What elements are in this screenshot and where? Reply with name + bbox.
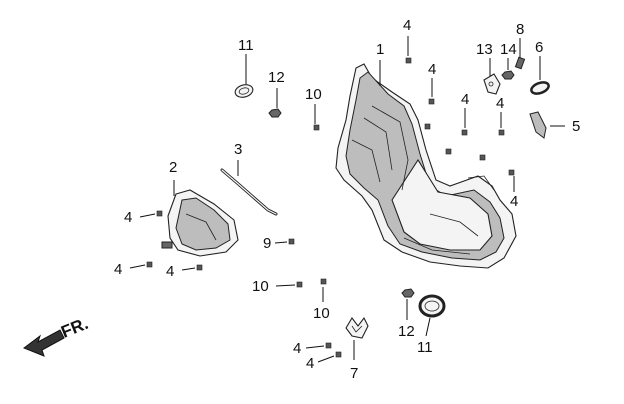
callout-11: 11 xyxy=(417,339,433,356)
callout-10: 10 xyxy=(252,278,269,295)
callout-10: 10 xyxy=(305,86,322,103)
screws xyxy=(146,57,515,358)
callout-10: 10 xyxy=(313,305,330,322)
callout-4: 4 xyxy=(403,17,411,34)
callout-9: 9 xyxy=(263,235,271,252)
callout-8: 8 xyxy=(516,21,524,38)
callout-12: 12 xyxy=(268,69,285,86)
callout-4: 4 xyxy=(496,95,504,112)
callout-3: 3 xyxy=(234,141,242,158)
callout-4: 4 xyxy=(306,355,314,372)
callout-5: 5 xyxy=(572,118,580,135)
part-nut-14 xyxy=(501,70,515,80)
callout-11: 11 xyxy=(238,37,254,54)
callout-7: 7 xyxy=(350,365,358,382)
callout-4: 4 xyxy=(166,263,174,280)
part-ring-6 xyxy=(530,81,550,95)
part-clip-5 xyxy=(529,111,547,139)
callout-2: 2 xyxy=(169,159,177,176)
front-direction-label: FR. xyxy=(58,314,91,342)
callouts: 1 2 3 4 4 4 4 4 4 4 4 4 4 5 6 7 8 9 10 1… xyxy=(114,17,580,382)
part-lower-cover xyxy=(161,189,239,257)
callout-4: 4 xyxy=(124,209,132,226)
part-clip-7 xyxy=(345,316,369,339)
callout-4: 4 xyxy=(510,193,518,210)
front-direction-arrow: FR. xyxy=(22,314,91,357)
callout-4: 4 xyxy=(293,340,301,357)
part-grommet-lower xyxy=(418,294,446,318)
callout-4: 4 xyxy=(428,61,436,78)
part-nut-upper xyxy=(268,108,282,118)
callout-13: 13 xyxy=(476,41,493,58)
callout-4: 4 xyxy=(461,91,469,108)
part-bolt-8 xyxy=(514,56,526,70)
part-cap-upper xyxy=(234,84,254,98)
part-nut-lower xyxy=(401,288,415,298)
leader-lines xyxy=(129,36,565,363)
callout-4: 4 xyxy=(114,261,122,278)
callout-12: 12 xyxy=(398,323,415,340)
callout-14: 14 xyxy=(500,41,517,58)
callout-6: 6 xyxy=(535,39,543,56)
part-bracket-13 xyxy=(483,73,501,95)
callout-1: 1 xyxy=(376,41,384,58)
part-inner-box xyxy=(335,63,517,269)
